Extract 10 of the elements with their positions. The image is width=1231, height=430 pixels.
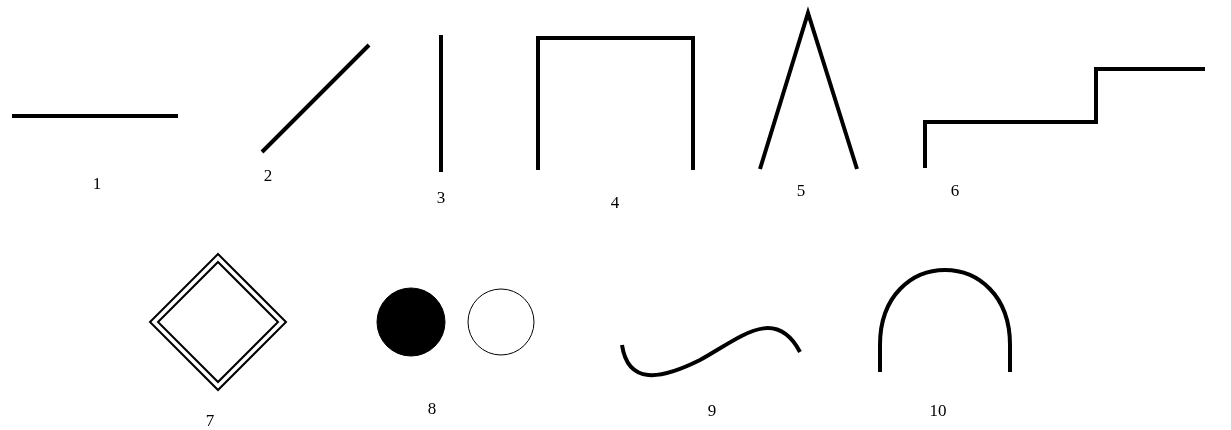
figure-number: 8 [427, 399, 437, 417]
figure-number: 3 [436, 188, 446, 206]
figure-number: 10 [929, 401, 947, 419]
figure-number: 7 [205, 411, 215, 429]
figure-number: 4 [610, 193, 620, 211]
figure-number: 1 [92, 174, 102, 192]
figure-number: 6 [950, 181, 960, 199]
figure-number: 5 [796, 181, 806, 199]
figure-number: 9 [707, 401, 717, 419]
figure-number: 2 [263, 166, 273, 184]
